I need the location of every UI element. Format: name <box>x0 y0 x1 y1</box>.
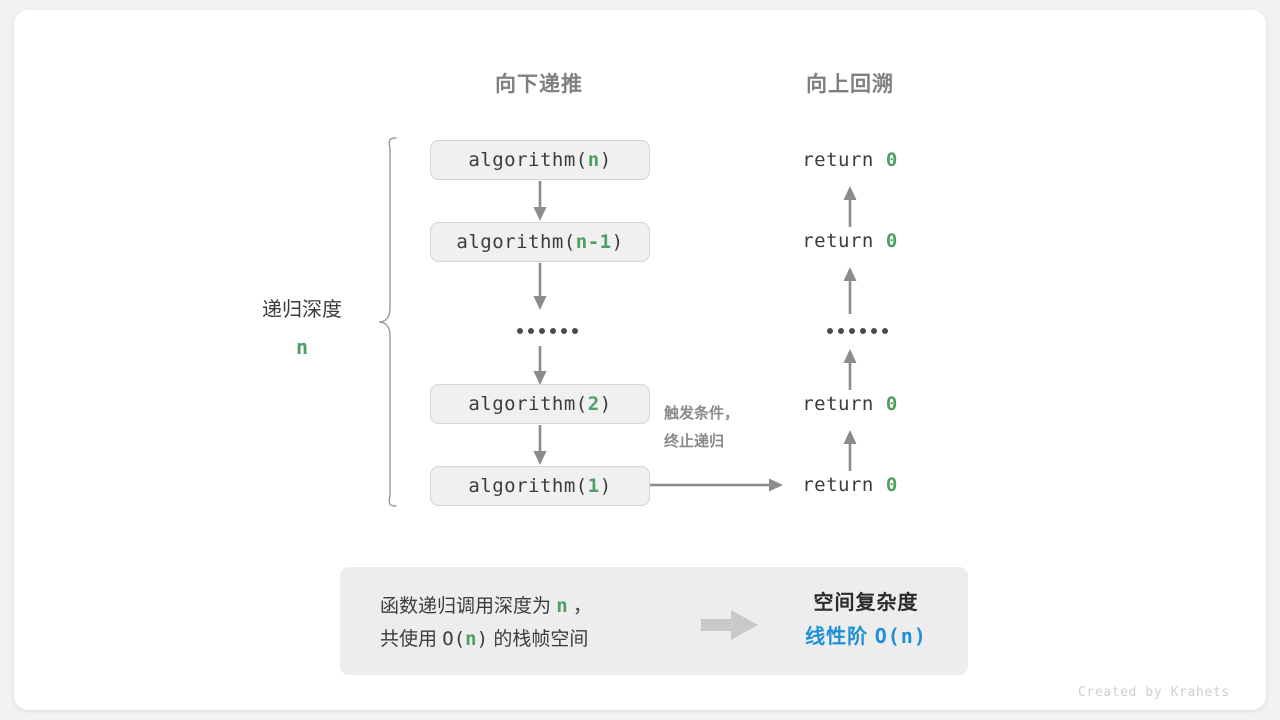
summary-left-line1-a: 函数递归调用深度为 <box>380 596 557 617</box>
summary-left-line1: 函数递归调用深度为 n ， <box>380 590 592 623</box>
ellipsis-dots-icon <box>827 328 888 334</box>
diagram-card: 向下递推 向上回溯 递归深度 n algorithm(n) algorithm(… <box>14 10 1266 710</box>
summary-right-text: 空间复杂度 线性阶 O(n) <box>776 587 956 654</box>
return-keyword: return <box>802 230 886 252</box>
up-arrow-icon <box>843 430 857 471</box>
return-keyword: return <box>802 474 886 496</box>
ellipsis-dots-icon <box>517 328 578 334</box>
return-keyword: return <box>802 393 886 415</box>
call-box-2-close: ) <box>599 393 612 415</box>
complexity-value: 线性阶 O(n) <box>776 620 956 654</box>
call-box-1-arg: 1 <box>587 475 600 497</box>
up-arrow-icon <box>843 349 857 390</box>
call-box-1-close: ) <box>599 475 612 497</box>
call-box-2-arg: 2 <box>587 393 600 415</box>
return-label-top: return 0 <box>740 149 960 171</box>
summary-left-text: 函数递归调用深度为 n ， 共使用 O(n) 的栈帧空间 <box>380 590 592 657</box>
return-value: 0 <box>885 393 898 415</box>
summary-left-line2-b: 的栈帧空间 <box>488 629 589 651</box>
call-box-2[interactable]: algorithm(2) <box>430 384 650 424</box>
return-value: 0 <box>885 474 898 496</box>
complexity-title: 空间复杂度 <box>813 592 919 614</box>
down-arrow-icon <box>533 263 547 310</box>
summary-left-line2-n: n <box>465 628 477 651</box>
call-box-1[interactable]: algorithm(1) <box>430 466 650 506</box>
recursion-depth-title: 递归深度 <box>262 299 342 321</box>
summary-left-line1-b: ， <box>567 596 593 617</box>
up-arrow-icon <box>843 267 857 314</box>
down-arrow-icon <box>533 425 547 465</box>
return-keyword: return <box>802 149 886 171</box>
column-heading-recurse-down: 向下递推 <box>495 73 583 96</box>
return-value: 0 <box>885 149 898 171</box>
call-box-n-close: ) <box>599 149 612 171</box>
complexity-value-text: 线性阶 <box>805 626 875 648</box>
right-arrow-icon <box>650 478 783 492</box>
summary-left-line2-c: ) <box>476 628 489 651</box>
call-box-n-minus-1-arg: n-1 <box>575 231 612 253</box>
complexity-value-mono: O(n) <box>874 624 927 648</box>
recursion-depth-value: n <box>295 335 309 359</box>
block-right-arrow-icon <box>701 610 758 640</box>
call-box-n-name: algorithm( <box>468 149 588 171</box>
call-box-2-name: algorithm( <box>468 393 588 415</box>
return-label-third: return 0 <box>740 393 960 415</box>
summary-left-line2: 共使用 O(n) 的栈帧空间 <box>380 623 592 656</box>
trigger-condition-note: 触发条件， 终止递归 <box>664 400 739 456</box>
call-box-n-arg: n <box>587 149 600 171</box>
call-box-n[interactable]: algorithm(n) <box>430 140 650 180</box>
trigger-condition-line2: 终止递归 <box>664 432 725 450</box>
summary-panel: 函数递归调用深度为 n ， 共使用 O(n) 的栈帧空间 空间复杂度 线性阶 O… <box>340 567 968 675</box>
summary-left-line1-n: n <box>556 595 568 617</box>
up-arrow-icon <box>843 186 857 227</box>
call-box-1-name: algorithm( <box>468 475 588 497</box>
summary-left-line2-o: O( <box>442 628 466 651</box>
call-box-n-minus-1-close: ) <box>611 231 624 253</box>
return-value: 0 <box>885 230 898 252</box>
call-box-n-minus-1[interactable]: algorithm(n-1) <box>430 222 650 262</box>
trigger-condition-line1: 触发条件， <box>664 405 740 422</box>
down-arrow-icon <box>533 346 547 385</box>
curly-brace-icon <box>378 137 397 507</box>
down-arrow-icon <box>533 181 547 221</box>
summary-left-line2-a: 共使用 <box>380 629 443 651</box>
return-label-second: return 0 <box>740 230 960 252</box>
recursion-depth-label: 递归深度 n <box>214 292 390 366</box>
call-box-n-minus-1-name: algorithm( <box>456 231 576 253</box>
column-heading-return-up: 向上回溯 <box>806 73 894 96</box>
credit-label: Created by Krahets <box>1078 685 1230 700</box>
return-label-bottom: return 0 <box>740 474 960 496</box>
